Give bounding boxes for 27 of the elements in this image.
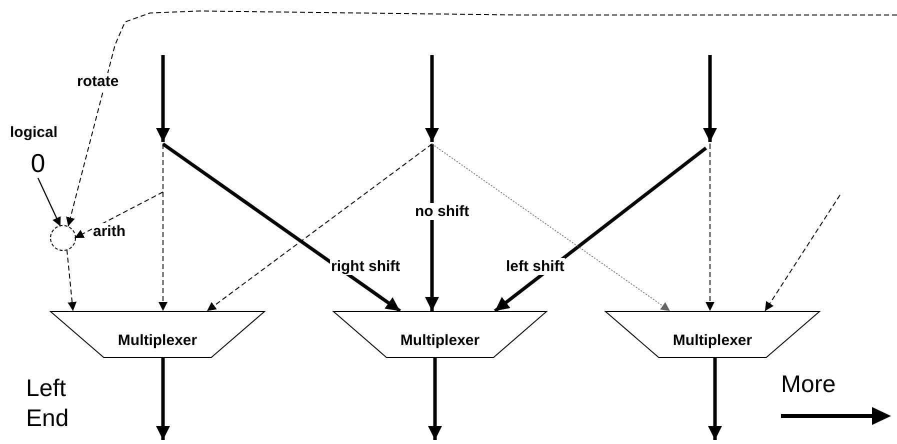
arrow [37, 178, 61, 227]
side-label: More [781, 370, 836, 400]
multiplexer-block: Multiplexer [605, 311, 820, 358]
arrow [428, 358, 442, 440]
arrow [156, 55, 170, 142]
arrow [66, 10, 897, 227]
arrow [708, 358, 722, 440]
multiplexer-block: Multiplexer [333, 311, 547, 358]
selector-circle [50, 225, 76, 251]
arrow [425, 144, 439, 311]
multiplexer-block: Multiplexer [50, 311, 265, 358]
arrow [703, 55, 717, 142]
edge-label: rotate [76, 73, 120, 90]
arrow [162, 142, 401, 312]
edge-label: no shift [414, 203, 470, 220]
arrow [156, 358, 170, 440]
arrow [706, 144, 714, 312]
edge-label: left shift [505, 258, 566, 276]
arrow [66, 249, 77, 312]
arrow [764, 194, 840, 312]
arrow [432, 144, 670, 312]
arrow [206, 144, 432, 312]
arrow [425, 55, 439, 142]
edge-label: right shift [330, 258, 402, 276]
side-label: Left End [26, 374, 70, 434]
arrow [494, 146, 708, 312]
option-label: logical [10, 124, 58, 141]
